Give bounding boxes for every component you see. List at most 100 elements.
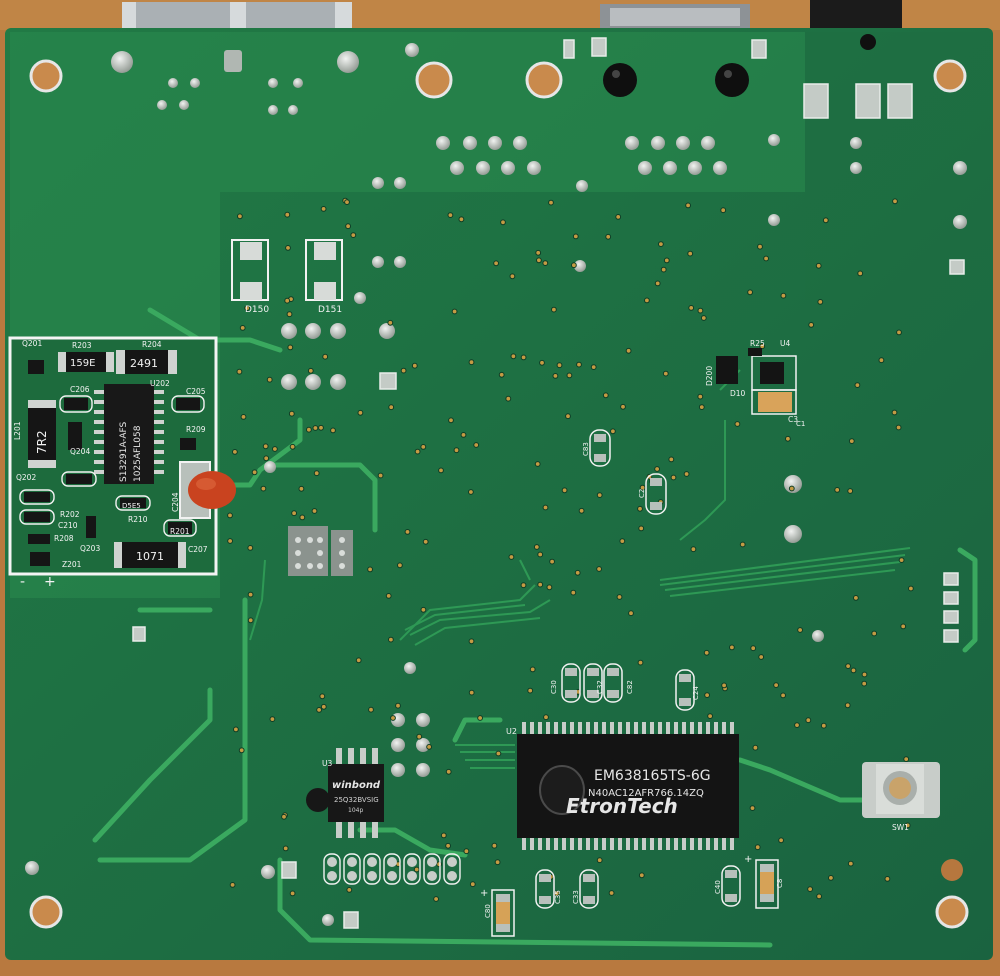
middle-capacitors bbox=[535, 429, 741, 909]
diode-d151: D151 bbox=[305, 239, 343, 315]
u2-pin bbox=[546, 722, 550, 734]
via bbox=[247, 591, 254, 598]
via bbox=[299, 514, 306, 521]
via bbox=[440, 832, 447, 839]
via bbox=[596, 857, 603, 864]
via bbox=[896, 329, 902, 336]
via bbox=[850, 667, 857, 674]
via bbox=[788, 485, 795, 492]
u2-pin bbox=[698, 838, 702, 850]
via bbox=[670, 474, 677, 481]
u2-label: U2 bbox=[506, 727, 517, 736]
r210-label: R210 bbox=[128, 515, 148, 524]
u3-lot: 104p bbox=[348, 807, 363, 814]
u3-brand: winbond bbox=[332, 780, 381, 791]
via bbox=[590, 364, 597, 371]
via bbox=[468, 359, 475, 366]
via bbox=[505, 395, 512, 402]
u2-pin bbox=[602, 722, 606, 734]
via bbox=[608, 890, 615, 896]
u202-marking-bottom: 1025AFL058 bbox=[133, 425, 143, 482]
via bbox=[529, 666, 536, 673]
c35-label: C35 bbox=[554, 890, 562, 904]
mounting-hole-small bbox=[941, 859, 963, 881]
via bbox=[654, 280, 661, 287]
via bbox=[578, 507, 585, 514]
via bbox=[615, 214, 622, 220]
u2-pin bbox=[698, 722, 702, 734]
via bbox=[447, 212, 454, 219]
via bbox=[845, 663, 851, 669]
via bbox=[307, 367, 314, 374]
via bbox=[861, 671, 868, 678]
svg-text:+: + bbox=[480, 888, 488, 899]
via bbox=[543, 714, 549, 721]
via bbox=[453, 447, 460, 454]
u202-label: U202 bbox=[150, 379, 170, 388]
via bbox=[808, 322, 815, 328]
u2-pin bbox=[538, 838, 542, 850]
via bbox=[763, 255, 769, 262]
via bbox=[815, 262, 822, 269]
via bbox=[688, 305, 695, 311]
via bbox=[281, 813, 287, 820]
u2-pin bbox=[594, 838, 598, 850]
top-pads bbox=[25, 43, 967, 926]
via bbox=[605, 233, 612, 240]
via bbox=[473, 442, 480, 448]
c80-label: C80 bbox=[484, 904, 492, 918]
sw1-switch: SW1 bbox=[862, 762, 940, 832]
via bbox=[565, 413, 571, 420]
via bbox=[807, 886, 813, 892]
via bbox=[720, 207, 727, 214]
u2-pin bbox=[530, 722, 534, 734]
u202-pins bbox=[94, 390, 164, 474]
via bbox=[539, 359, 545, 366]
via bbox=[908, 585, 914, 592]
via bbox=[397, 562, 403, 569]
r203-code: 159E bbox=[70, 358, 95, 369]
via bbox=[683, 471, 690, 477]
via bbox=[320, 206, 327, 212]
via bbox=[663, 257, 670, 264]
via bbox=[697, 393, 704, 400]
via bbox=[878, 357, 885, 364]
via bbox=[685, 202, 691, 209]
c32-label: C32 bbox=[596, 680, 604, 694]
via bbox=[493, 260, 500, 267]
u2-part-number: EM638165TS-6G bbox=[594, 768, 711, 784]
u2-pin bbox=[562, 722, 566, 734]
vias bbox=[227, 197, 914, 902]
via bbox=[639, 484, 646, 491]
u2-pin bbox=[602, 838, 606, 850]
via bbox=[291, 510, 298, 517]
via bbox=[747, 289, 753, 296]
tantalum-caps: + + bbox=[480, 854, 779, 937]
via bbox=[272, 446, 278, 452]
via bbox=[313, 470, 320, 477]
via bbox=[289, 443, 296, 450]
via bbox=[438, 467, 444, 474]
via bbox=[752, 744, 759, 751]
u2-pin bbox=[682, 722, 686, 734]
via bbox=[602, 392, 609, 399]
u2-pin bbox=[562, 838, 566, 850]
via bbox=[895, 424, 902, 431]
c24-label: C24 bbox=[692, 686, 700, 700]
regulator-area: D200 R25 U4 D10 C3 bbox=[705, 339, 798, 424]
via bbox=[773, 682, 779, 688]
square-pads bbox=[132, 37, 965, 929]
r209-label: R209 bbox=[186, 425, 206, 434]
via bbox=[537, 581, 544, 588]
r208-label: R208 bbox=[54, 534, 74, 543]
u2-pin bbox=[690, 838, 694, 850]
via bbox=[420, 444, 427, 450]
u2-pin bbox=[730, 838, 734, 850]
u2-pin bbox=[642, 838, 646, 850]
via bbox=[892, 198, 898, 205]
via bbox=[284, 297, 291, 304]
c204-label: C204 bbox=[171, 492, 180, 512]
via bbox=[282, 845, 289, 852]
u2-pin bbox=[626, 722, 630, 734]
